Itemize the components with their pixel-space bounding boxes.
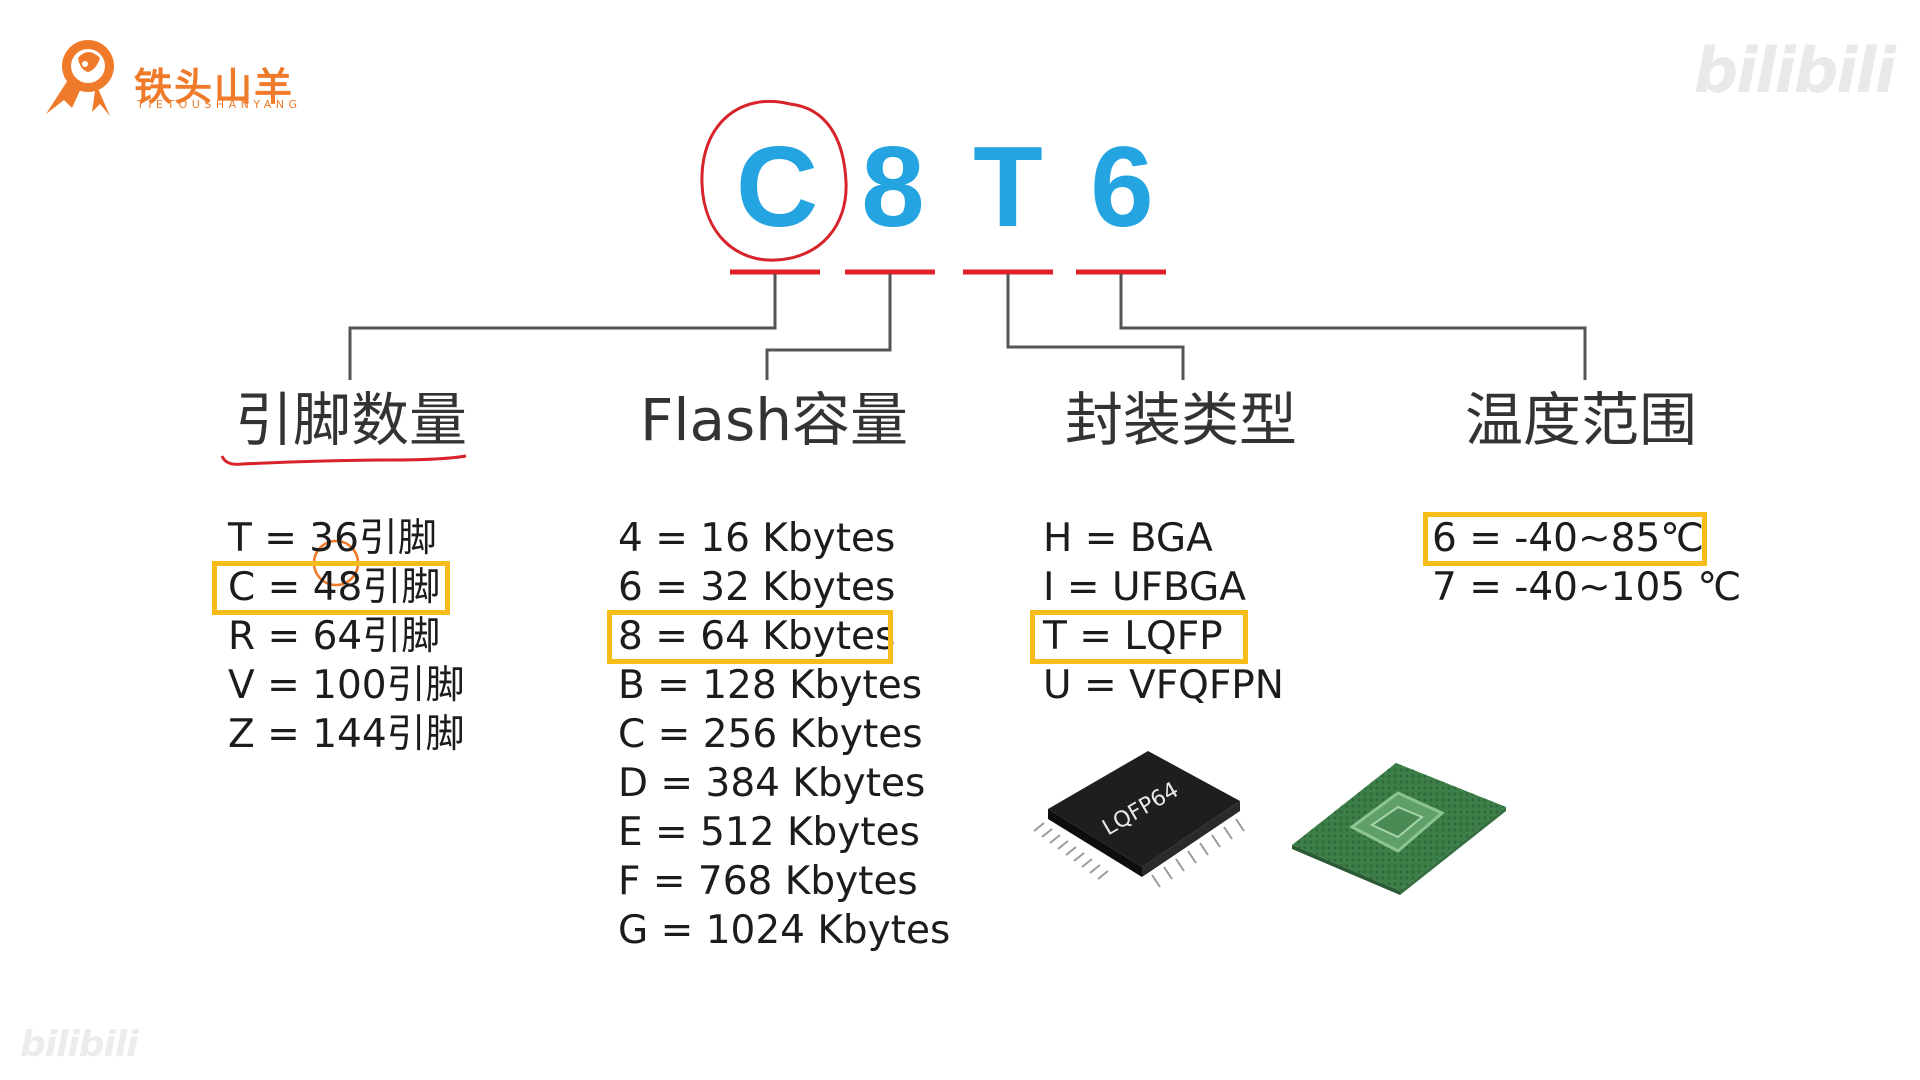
list-item: V = 100引脚 [228, 663, 465, 708]
bilibili-watermark-top: bilibili [1693, 34, 1896, 107]
highlight-package-t [1030, 610, 1248, 664]
pin-count-list: T = 36引脚 C = 48引脚 R = 64引脚 V = 100引脚 Z =… [228, 514, 465, 759]
connector-temp [1119, 274, 1587, 380]
list-item: B = 128 Kbytes [618, 663, 923, 708]
list-item: Z = 144引脚 [228, 712, 465, 757]
list-item: D = 384 Kbytes [618, 761, 926, 806]
list-item: T = 36引脚 [228, 516, 437, 561]
code-letter-8: 8 [861, 124, 925, 251]
package-type-list: H = BGA I = UFBGA T = LQFP U = VFQFPN [1043, 514, 1284, 710]
header-flash-capacity: Flash容量 [640, 386, 908, 454]
list-item: 6 = 32 Kbytes [618, 565, 896, 610]
connector-pins [348, 274, 777, 380]
highlight-temp-6 [1423, 512, 1707, 566]
temp-range-list: 6 = -40~85℃ 7 = -40~105 ℃ [1432, 514, 1741, 612]
connector-package [1006, 274, 1185, 380]
list-item: 4 = 16 Kbytes [618, 516, 896, 561]
list-item: R = 64引脚 [228, 614, 441, 659]
logo-name-cn: 铁头山羊 [134, 65, 295, 109]
list-item: T = LQFP [1043, 614, 1223, 659]
code-letter-t: T [973, 124, 1043, 251]
highlight-pin-c [212, 561, 450, 615]
logo-name-en: TIETOUSHANYANG [137, 98, 302, 111]
bilibili-watermark-bottom: bilibili [20, 1024, 139, 1065]
list-item: G = 1024 Kbytes [618, 908, 951, 953]
list-item: H = BGA [1043, 516, 1213, 561]
goat-head-icon [46, 40, 114, 116]
logo: 铁头山羊 TIETOUSHANYANG [38, 34, 318, 124]
connector-flash [765, 274, 892, 380]
list-item: E = 512 Kbytes [618, 810, 920, 855]
code-letter-c: C [735, 124, 819, 251]
flash-capacity-list: 4 = 16 Kbytes 6 = 32 Kbytes 8 = 64 Kbyte… [618, 514, 950, 955]
annotation-circle-c [700, 99, 848, 262]
list-item: I = UFBGA [1043, 565, 1246, 610]
lqfp-chip-icon: LQFP64 [1033, 751, 1245, 888]
bga-chip-icon [1292, 763, 1506, 895]
header-package-type: 封装类型 [1065, 386, 1298, 454]
gray-connectors [348, 274, 1587, 380]
list-item: C = 256 Kbytes [618, 712, 923, 757]
list-item: C = 48引脚 [228, 565, 441, 610]
list-item: U = VFQFPN [1043, 663, 1284, 708]
list-item: 7 = -40~105 ℃ [1432, 565, 1742, 610]
list-item: F = 768 Kbytes [618, 859, 918, 904]
header-pin-count: 引脚数量 [235, 386, 468, 454]
list-item: 6 = -40~85℃ [1432, 516, 1705, 561]
header-temp-range: 温度范围 [1465, 386, 1698, 454]
list-item: 8 = 64 Kbytes [618, 614, 896, 659]
annotation-underline-pins [220, 454, 467, 466]
code-letter-6: 6 [1090, 124, 1154, 251]
highlight-flash-8 [607, 610, 893, 664]
